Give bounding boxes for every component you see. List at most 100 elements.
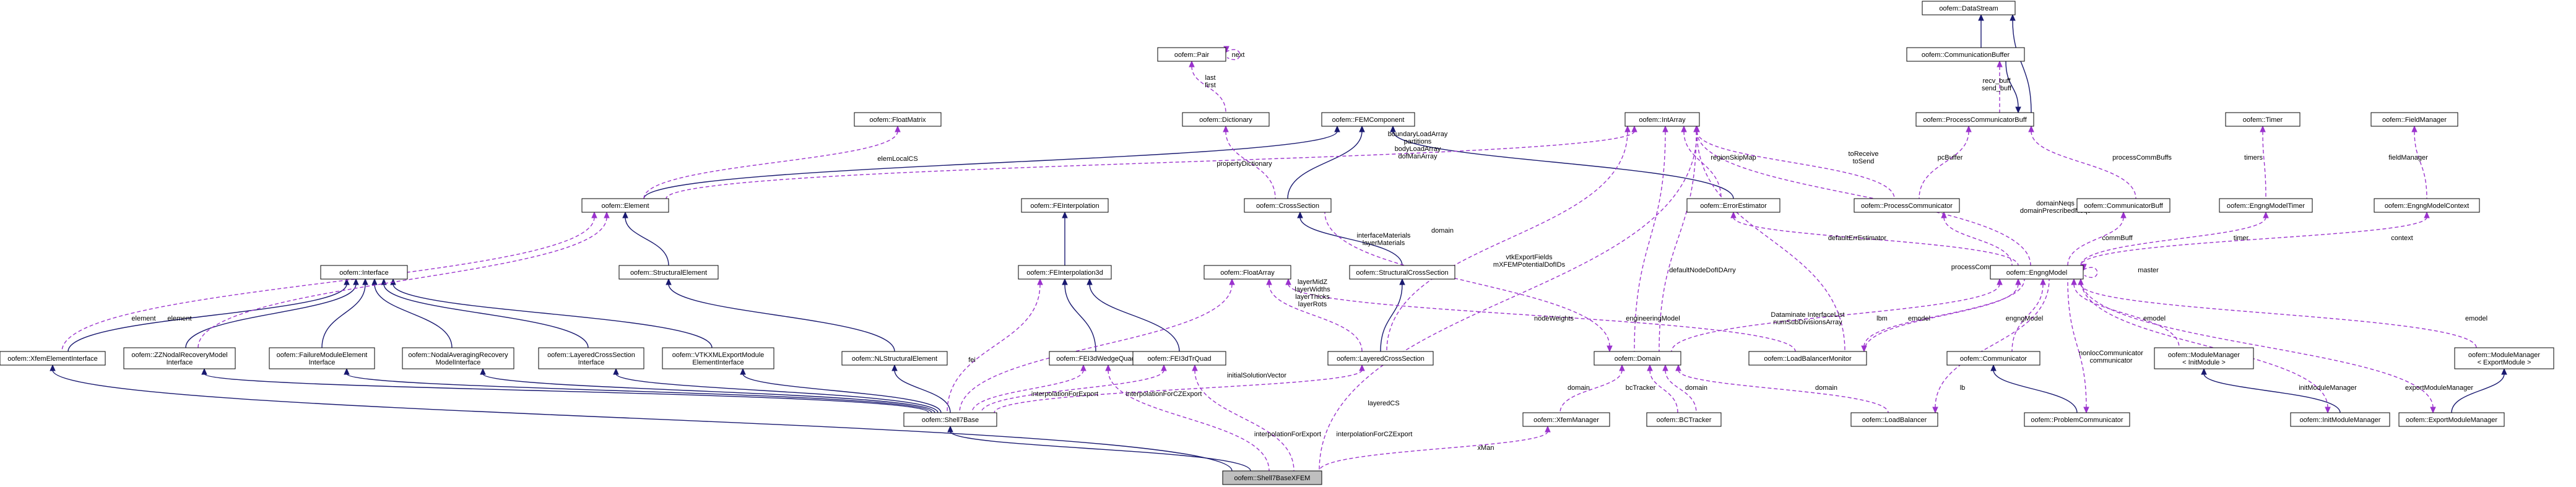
class-node-bctracker[interactable]: oofem::BCTracker — [1646, 412, 1722, 427]
class-node-intarray[interactable]: oofem::IntArray — [1624, 112, 1700, 127]
usage-edge — [2067, 211, 2127, 266]
class-node-label: oofem::LoadBalancerMonitor — [1764, 355, 1852, 363]
class-node-fieldmanager[interactable]: oofem::FieldManager — [2370, 112, 2458, 127]
usage-edge — [1671, 278, 2003, 352]
usage-edge — [994, 364, 1365, 413]
inheritance-edge — [185, 278, 359, 348]
class-node-femcomponent[interactable]: oofem::FEMComponent — [1321, 112, 1415, 127]
usage-edge — [1634, 125, 1668, 352]
edge-label: initModuleManager — [2299, 384, 2357, 392]
class-node-engngmodelcontext[interactable]: oofem::EngngModelContext — [2374, 198, 2480, 213]
class-node-loadbalancermonitor[interactable]: oofem::LoadBalancerMonitor — [1748, 351, 1867, 366]
class-node-label: oofem::Element — [601, 202, 649, 210]
class-node-communicationbuffer[interactable]: oofem::CommunicationBuffer — [1906, 47, 2025, 62]
inheritance-edge — [1287, 125, 1365, 199]
edge-label: lb — [1960, 384, 1966, 392]
class-node-communicatorbuff[interactable]: oofem::CommunicatorBuff — [2076, 198, 2171, 213]
edge-label: element — [167, 315, 191, 322]
class-node-domain[interactable]: oofem::Domain — [1594, 351, 1681, 366]
class-node-label: oofem::ExportModuleManager — [2406, 416, 2497, 424]
inheritance-edge — [2201, 368, 2341, 413]
class-node-structuralcrosssection[interactable]: oofem::StructuralCrossSection — [1349, 265, 1455, 280]
class-node-timer[interactable]: oofem::Timer — [2225, 112, 2301, 127]
class-node-label: oofem::CrossSection — [1256, 202, 1319, 210]
class-node-floatmatrix[interactable]: oofem::FloatMatrix — [854, 112, 942, 127]
edge-label: nodeWeights — [1534, 315, 1574, 322]
inheritance-edge — [1297, 211, 1403, 266]
class-node-label: oofem::Pair — [1174, 51, 1210, 59]
edge-label: lbm — [1876, 315, 1888, 322]
class-node-processcommunicator[interactable]: oofem::ProcessCommunicator — [1854, 198, 1960, 213]
edge-label: interpolationForExport — [1031, 390, 1098, 398]
edge-label: domain — [1815, 384, 1837, 392]
class-node-datastream[interactable]: oofem::DataStream — [1922, 1, 2016, 15]
inheritance-edge — [67, 278, 350, 352]
usage-edge — [2028, 125, 2136, 199]
class-node-engngmodeltimer[interactable]: oofem::EngngModelTimer — [2219, 198, 2313, 213]
usage-edge — [947, 278, 1043, 413]
class-node-floatarray[interactable]: oofem::FloatArray — [1203, 265, 1291, 280]
inheritance-edge — [891, 364, 951, 413]
usage-edge — [959, 278, 1235, 413]
usage-edge — [2078, 278, 2477, 348]
class-node-label: oofem::EngngModelContext — [2385, 202, 2469, 210]
edge-label: interpolationForExport — [1254, 431, 1321, 438]
class-node-element[interactable]: oofem::Element — [581, 198, 669, 213]
class-node-label: oofem::FEI3dWedgeQuad — [1056, 355, 1135, 363]
class-node-feinterpolation[interactable]: oofem::FEInterpolation — [1021, 198, 1109, 213]
usage-edge — [981, 364, 1167, 413]
class-node-initmodulemanager[interactable]: oofem::InitModuleManager — [2290, 412, 2390, 427]
class-node-shell7base[interactable]: oofem::Shell7Base — [903, 412, 997, 427]
class-node-xfemelementinterface[interactable]: oofem::XfemElementInterface — [0, 351, 106, 366]
class-node-pair[interactable]: oofem::Pair — [1157, 47, 1226, 62]
class-node-communicator[interactable]: oofem::Communicator — [1946, 351, 2040, 366]
class-node-engngmodel[interactable]: oofem::EngngModel — [1990, 265, 2084, 280]
edge-label: defaultNodeDofIDArry — [1669, 267, 1736, 274]
inheritance-edge — [390, 278, 713, 348]
class-node-shell7basexfem[interactable]: oofem::Shell7BaseXFEM — [1222, 470, 1322, 485]
class-node-interface[interactable]: oofem::Interface — [320, 265, 408, 280]
class-node-xfemmanager[interactable]: oofem::XfemManager — [1522, 412, 1610, 427]
usage-edge — [2011, 278, 2046, 352]
class-node-crosssection[interactable]: oofem::CrossSection — [1244, 198, 1332, 213]
class-node-label: oofem::IntArray — [1639, 116, 1686, 124]
class-node-nlstructuralelement[interactable]: oofem::NLStructuralElement — [841, 351, 948, 366]
class-node-loadbalancer[interactable]: oofem::LoadBalancer — [1850, 412, 1938, 427]
class-node-fei3dtrquad[interactable]: oofem::FEI3dTrQuad — [1132, 351, 1226, 366]
inheritance-edge — [50, 364, 1233, 472]
class-node-modulemanager_exportmodule[interactable]: oofem::ModuleManager< ExportModule > — [2454, 347, 2554, 369]
edge-label: domain — [1685, 384, 1707, 392]
class-node-label: oofem::StructuralCrossSection — [1356, 269, 1448, 277]
class-node-fei3dwedgequad[interactable]: oofem::FEI3dWedgeQuad — [1049, 351, 1143, 366]
class-node-problemcommunicator[interactable]: oofem::ProblemCommunicator — [2024, 412, 2130, 427]
edge-label: emodel — [1908, 315, 1930, 322]
usage-edge — [1675, 364, 1889, 413]
class-node-dictionary[interactable]: oofem::Dictionary — [1182, 112, 1270, 127]
class-node-exportmodulemanager[interactable]: oofem::ExportModuleManager — [2398, 412, 2505, 427]
usage-edge — [1105, 364, 1270, 472]
class-node-modulemanager_initmodule[interactable]: oofem::ModuleManager< InitModule > — [2154, 347, 2254, 369]
class-node-structuralelement[interactable]: oofem::StructuralElement — [618, 265, 719, 280]
class-node-label: oofem::FloatArray — [1220, 269, 1275, 277]
class-node-layeredcrosssection[interactable]: oofem::LayeredCrossSection — [1327, 351, 1434, 366]
edge-label: emodel — [2465, 315, 2487, 322]
class-node-label: oofem::Dictionary — [1199, 116, 1252, 124]
class-node-feinterpolation3d[interactable]: oofem::FEInterpolation3d — [1018, 265, 1112, 280]
class-node-errorestimator[interactable]: oofem::ErrorEstimator — [1686, 198, 1780, 213]
usage-edge — [2067, 278, 2089, 414]
usage-edge — [1730, 211, 2019, 266]
class-node-processcommunicatorbuff[interactable]: oofem::ProcessCommunicatorBuff — [1915, 112, 2034, 127]
